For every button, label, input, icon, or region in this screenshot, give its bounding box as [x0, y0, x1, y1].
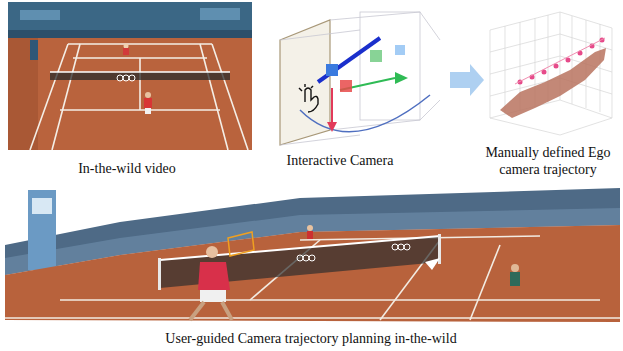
trajectory-plot	[490, 12, 612, 135]
figure-caption: Interactive Camera	[287, 152, 394, 169]
figure-caption: Manually defined Ego camera trajectory	[481, 144, 616, 178]
tennis-frame	[8, 2, 252, 150]
flow-arrow	[450, 64, 484, 96]
figure-caption: In-the-wild video	[78, 160, 176, 177]
interactive-camera	[280, 12, 440, 145]
figure-caption: User-guided Camera trajectory planning i…	[165, 330, 456, 347]
panorama-scene	[5, 188, 620, 322]
